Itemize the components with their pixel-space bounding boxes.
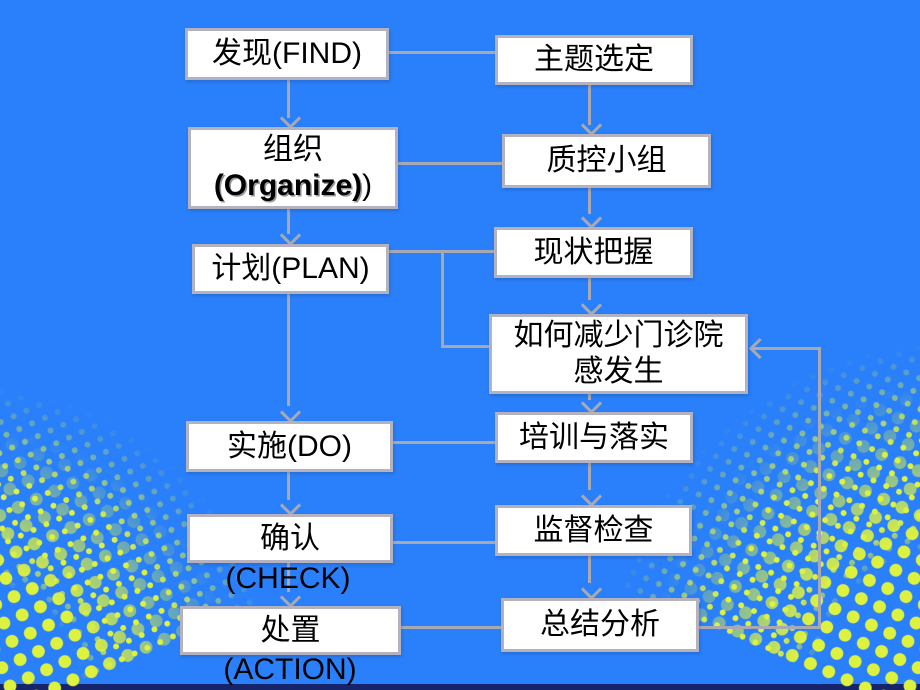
arrowhead-left-icon: [748, 337, 771, 360]
flow-box-label: 培训与落实: [519, 420, 669, 454]
flow-box-label: 感发生: [573, 355, 664, 388]
flow-box-check: 确认: [187, 514, 393, 563]
arrowhead-down-icon: [279, 494, 302, 517]
flow-box-train: 培训与落实: [495, 412, 693, 463]
connector-organize-team: [398, 162, 502, 165]
flow-box-label: 发现(FIND): [212, 37, 362, 70]
flow-box-label: 总结分析: [540, 608, 660, 641]
connector-action-summary: [401, 626, 501, 629]
organize-bold-text: (Organize): [213, 169, 363, 202]
flow-box-label: 现状把握: [533, 235, 654, 269]
arrowhead-down-icon: [279, 401, 302, 424]
flow-box-label: 计划(PLAN): [211, 252, 370, 285]
arrowhead-down-icon: [580, 392, 603, 415]
flow-box-find: 发现(FIND): [185, 28, 389, 80]
flow-box-check-sublabel: (CHECK): [225, 562, 351, 595]
flow-box-label: (Organize)): [214, 168, 372, 204]
flow-box-plan: 计划(PLAN): [192, 244, 389, 294]
organize-tail-text: ): [362, 169, 373, 202]
connector-find-topic: [389, 51, 495, 54]
arrowhead-down-icon: [580, 114, 603, 137]
flow-box-topic: 主题选定: [495, 35, 693, 85]
flow-box-label: 确认: [260, 521, 320, 555]
feedback-loop-vertical: [818, 347, 821, 629]
flow-box-label: 组织: [263, 133, 323, 166]
arrowhead-down-icon: [580, 578, 603, 601]
arrowhead-down-icon: [279, 107, 302, 130]
connector-check-supervise: [393, 541, 495, 544]
flow-box-summary: 总结分析: [501, 598, 699, 652]
arrow-plan-do: [287, 294, 290, 406]
connector-elbow-to-goal: [441, 345, 489, 348]
feedback-loop-bottom: [699, 626, 820, 629]
flow-box-label: 实施(DO): [227, 429, 352, 463]
flow-box-label: 主题选定: [534, 43, 654, 76]
arrowhead-down-icon: [580, 294, 603, 317]
flow-box-action: 处置: [180, 606, 401, 655]
flow-box-organize: 组织 (Organize)): [188, 127, 398, 209]
arrowhead-down-icon: [580, 485, 603, 508]
arrow-find-organize: [287, 80, 290, 118]
flow-box-status: 现状把握: [494, 227, 693, 278]
flow-box-team: 质控小组: [502, 134, 711, 188]
flow-box-label: 处置: [260, 613, 321, 647]
flow-box-label: 监督检查: [533, 513, 654, 547]
arrow-topic-team: [588, 85, 591, 125]
arrowhead-down-icon: [580, 207, 603, 230]
flow-box-label: 质控小组: [546, 144, 667, 177]
flow-box-supervise: 监督检查: [495, 505, 692, 556]
connector-do-train: [393, 441, 495, 444]
flow-box-label: 如何减少门诊院: [513, 319, 724, 352]
arrowhead-down-icon: [279, 224, 302, 247]
flow-box-action-sublabel: (ACTION): [223, 653, 357, 686]
flow-box-do: 实施(DO): [186, 421, 393, 472]
connector-elbow-vertical: [441, 250, 444, 348]
flow-box-goal: 如何减少门诊院 感发生: [489, 314, 748, 394]
bottom-edge-bar: [0, 684, 920, 690]
